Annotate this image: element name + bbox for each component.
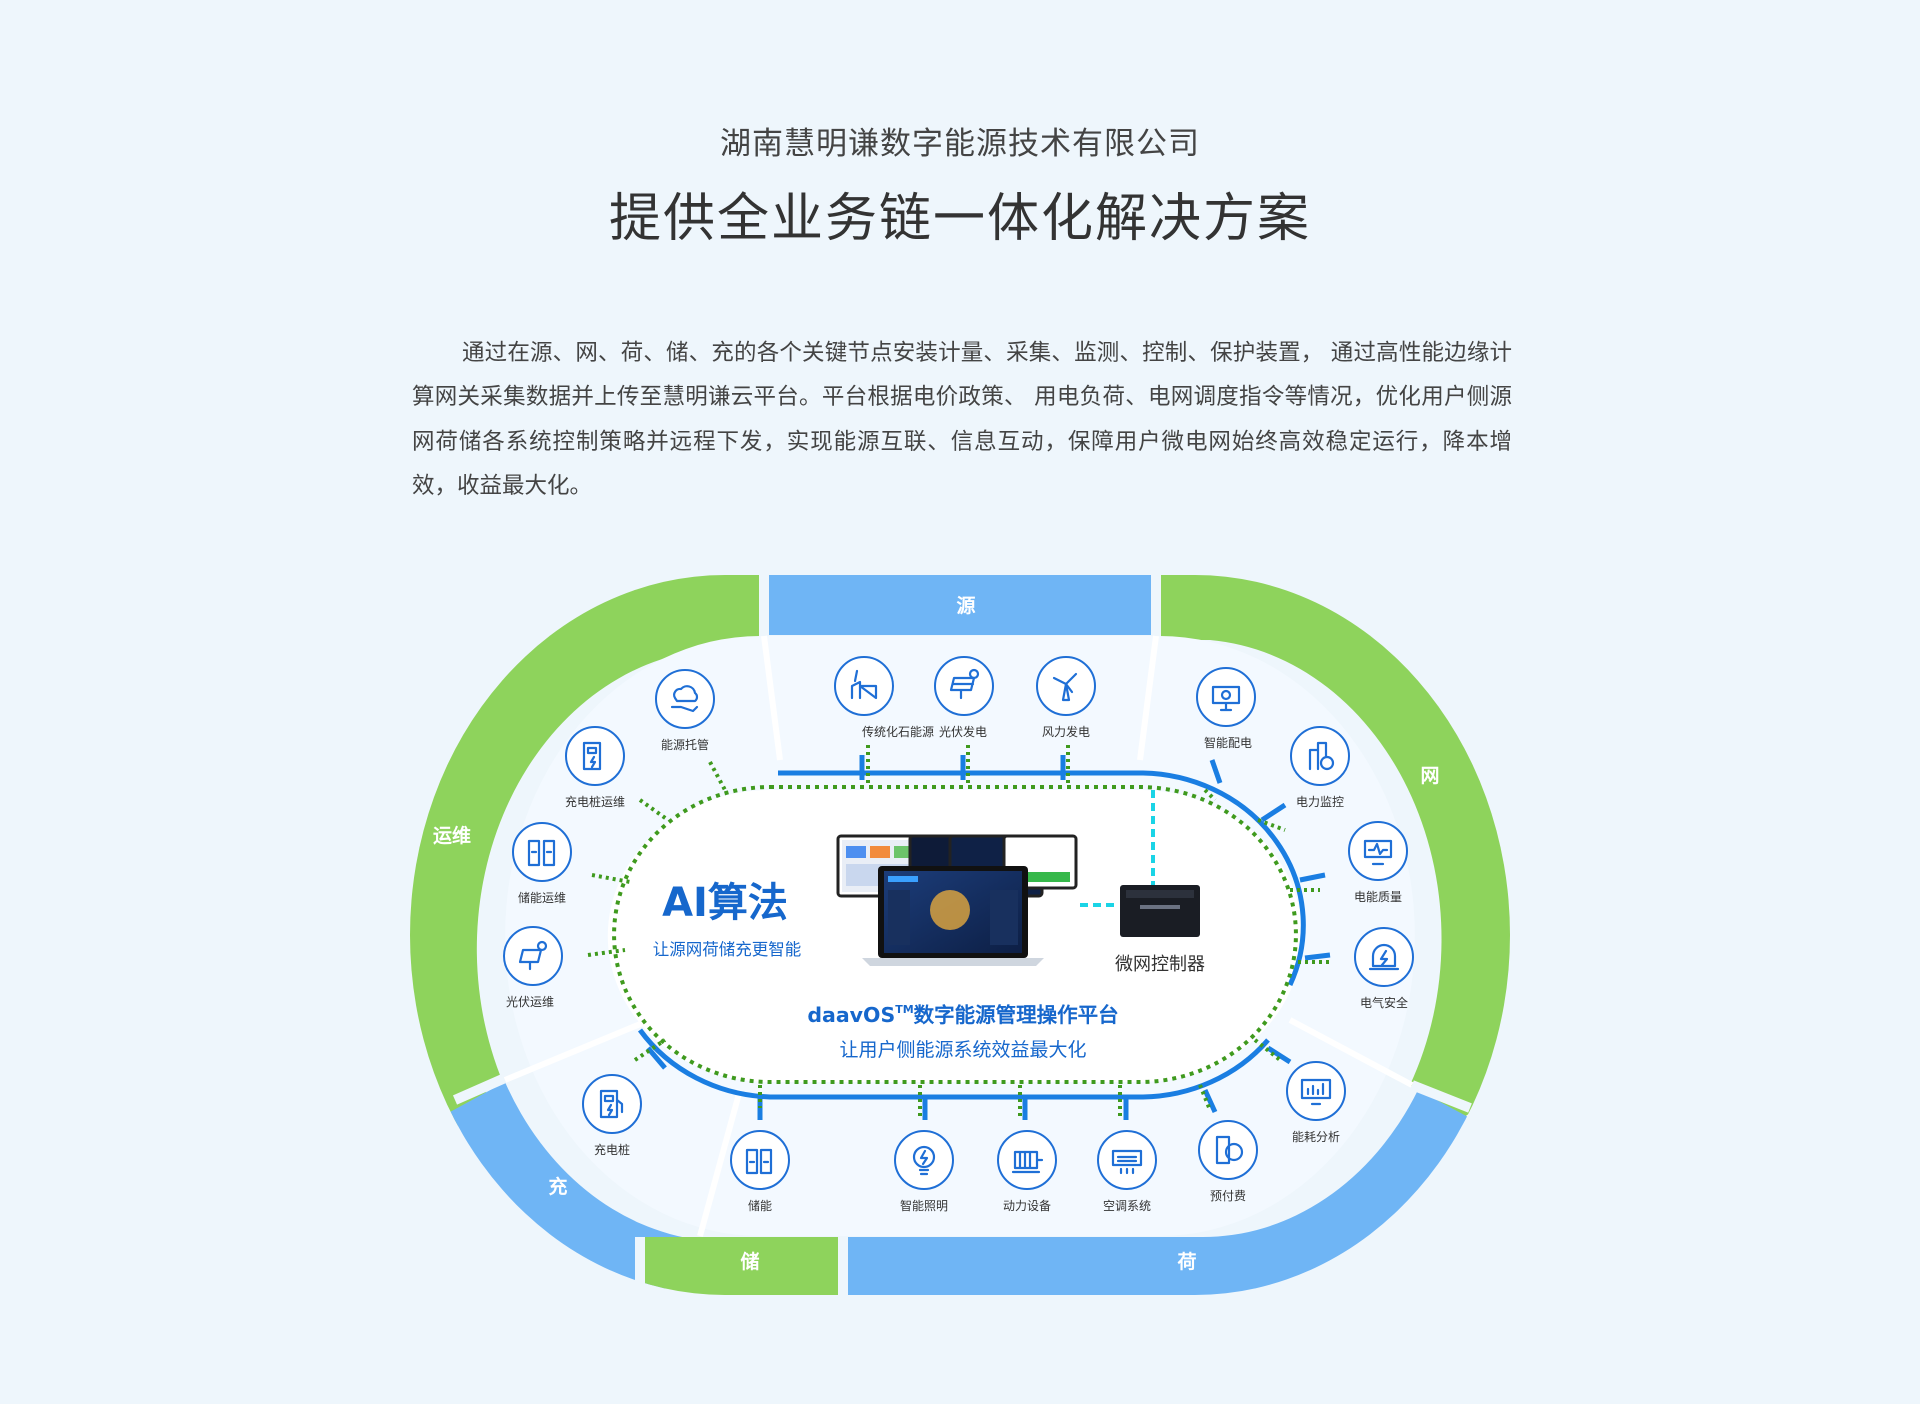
section-yuan: 源 xyxy=(956,594,975,617)
charger-om-icon xyxy=(565,726,625,786)
node-pv-gen: 光伏发电 xyxy=(934,656,994,739)
monitor-wave-icon xyxy=(1348,821,1408,881)
band-chu xyxy=(642,1237,838,1295)
node-power-mon: 电力监控 xyxy=(1290,726,1350,809)
node-label: 储能 xyxy=(748,1198,772,1213)
node-label: 智能配电 xyxy=(1204,735,1252,750)
platform-brand: daavOS xyxy=(807,1003,895,1027)
node-icons: 传统化石能源光伏发电 风力发电智能配电电力监控电能质量电气安全能耗分析预付费空调系… xyxy=(503,656,1414,1213)
green-dotted-track xyxy=(612,785,1298,1084)
section-chu: 储 xyxy=(740,1250,759,1273)
node-smart-dist: 智能配电 xyxy=(1196,667,1256,750)
platform-tm: TM xyxy=(895,1003,913,1016)
node-label: 预付费 xyxy=(1210,1189,1246,1203)
node-storage-om: 储能运维 xyxy=(512,822,572,905)
company-name: 湖南慧明谦数字能源技术有限公司 xyxy=(720,126,1200,162)
intro-paragraph: 通过在源、网、荷、储、充的各个关键节点安装计量、采集、监测、控制、保护装置， 通… xyxy=(412,339,1512,500)
node-hosting: 能源托管 xyxy=(655,669,715,752)
blue-bus-top xyxy=(778,770,1306,987)
blue-bus-bottom xyxy=(637,1028,1270,1100)
section-yunwei: 运维 xyxy=(433,824,471,847)
node-label: 智能照明 xyxy=(900,1198,948,1213)
section-he: 荷 xyxy=(1177,1250,1196,1273)
monitor-gear-icon xyxy=(1196,667,1256,727)
platform-subtitle: 让用户侧能源系统效益最大化 xyxy=(839,1039,1086,1061)
controller-device xyxy=(1120,885,1200,937)
solar-panel-icon xyxy=(934,656,994,716)
ai-subtitle: 让源网荷储充更智能 xyxy=(653,940,802,959)
wind-turbine-icon xyxy=(1036,656,1096,716)
node-charger: 充电桩 xyxy=(582,1074,642,1157)
section-wang: 网 xyxy=(1420,765,1439,787)
section-labels: 源 网 运维 充 储 荷 xyxy=(433,594,1440,1273)
ring-separators xyxy=(452,575,1472,1300)
node-quality: 电能质量 xyxy=(1348,821,1408,904)
node-label: 风力发电 xyxy=(1042,724,1090,739)
node-safety: 电气安全 xyxy=(1354,927,1414,1010)
node-wind: 风力发电 xyxy=(1036,656,1096,739)
node-traditional: 传统化石能源 xyxy=(834,656,934,739)
dotted-connectors xyxy=(587,745,1330,1120)
node-charger-om: 充电桩运维 xyxy=(565,726,625,809)
power-plant-icon xyxy=(834,656,894,716)
cloud-hand-icon xyxy=(655,669,715,729)
node-pv-om: 光伏运维 xyxy=(503,926,563,1009)
node-label: 光伏发电 xyxy=(939,724,987,739)
node-lighting: 智能照明 xyxy=(894,1130,954,1213)
battery-om-icon xyxy=(512,822,572,882)
building-bolt-icon xyxy=(1290,726,1350,786)
chart-screen-icon xyxy=(1286,1061,1346,1121)
charger-icon xyxy=(582,1074,642,1134)
band-yuan xyxy=(768,575,1152,635)
platform-name: 数字能源管理操作平台 xyxy=(914,1003,1119,1027)
node-label: 电能质量 xyxy=(1354,890,1402,904)
node-label: 储能运维 xyxy=(518,890,566,905)
node-energy-ana: 能耗分析 xyxy=(1286,1061,1346,1144)
node-label: 能耗分析 xyxy=(1292,1130,1340,1144)
alarm-bolt-icon xyxy=(1354,927,1414,987)
inner-sector-lines xyxy=(503,635,1414,1237)
dashboard-screens xyxy=(836,834,1078,966)
node-label: 空调系统 xyxy=(1103,1199,1151,1213)
node-label: 充电桩运维 xyxy=(565,794,625,809)
section-chong: 充 xyxy=(548,1175,567,1198)
node-hvac: 空调系统 xyxy=(1097,1130,1157,1213)
battery-pack-icon xyxy=(730,1130,790,1190)
air-conditioner-icon xyxy=(1097,1130,1157,1190)
node-label: 动力设备 xyxy=(1003,1199,1051,1213)
node-storage: 储能 xyxy=(730,1130,790,1213)
node-label: 电气安全 xyxy=(1360,995,1408,1010)
controller-link xyxy=(1080,790,1155,907)
bulb-icon xyxy=(894,1130,954,1190)
node-power-dev: 动力设备 xyxy=(997,1130,1057,1213)
node-label: 光伏运维 xyxy=(506,995,554,1009)
node-label: 电力监控 xyxy=(1296,795,1344,809)
phone-coin-icon xyxy=(1198,1120,1258,1180)
node-prepay: 预付费 xyxy=(1198,1120,1258,1203)
solar-gear-icon xyxy=(503,926,563,986)
platform-title: daavOSTM数字能源管理操作平台 xyxy=(807,1003,1118,1027)
node-label: 充电桩 xyxy=(594,1142,630,1157)
motor-icon xyxy=(997,1130,1057,1190)
ai-title: AI算法 xyxy=(662,880,788,926)
node-label: 传统化石能源 xyxy=(862,724,934,739)
controller-label: 微网控制器 xyxy=(1115,954,1205,975)
page-title: 提供全业务链一体化解决方案 xyxy=(608,189,1311,249)
bus-ticks xyxy=(646,755,1331,1120)
node-label: 能源托管 xyxy=(661,737,709,752)
